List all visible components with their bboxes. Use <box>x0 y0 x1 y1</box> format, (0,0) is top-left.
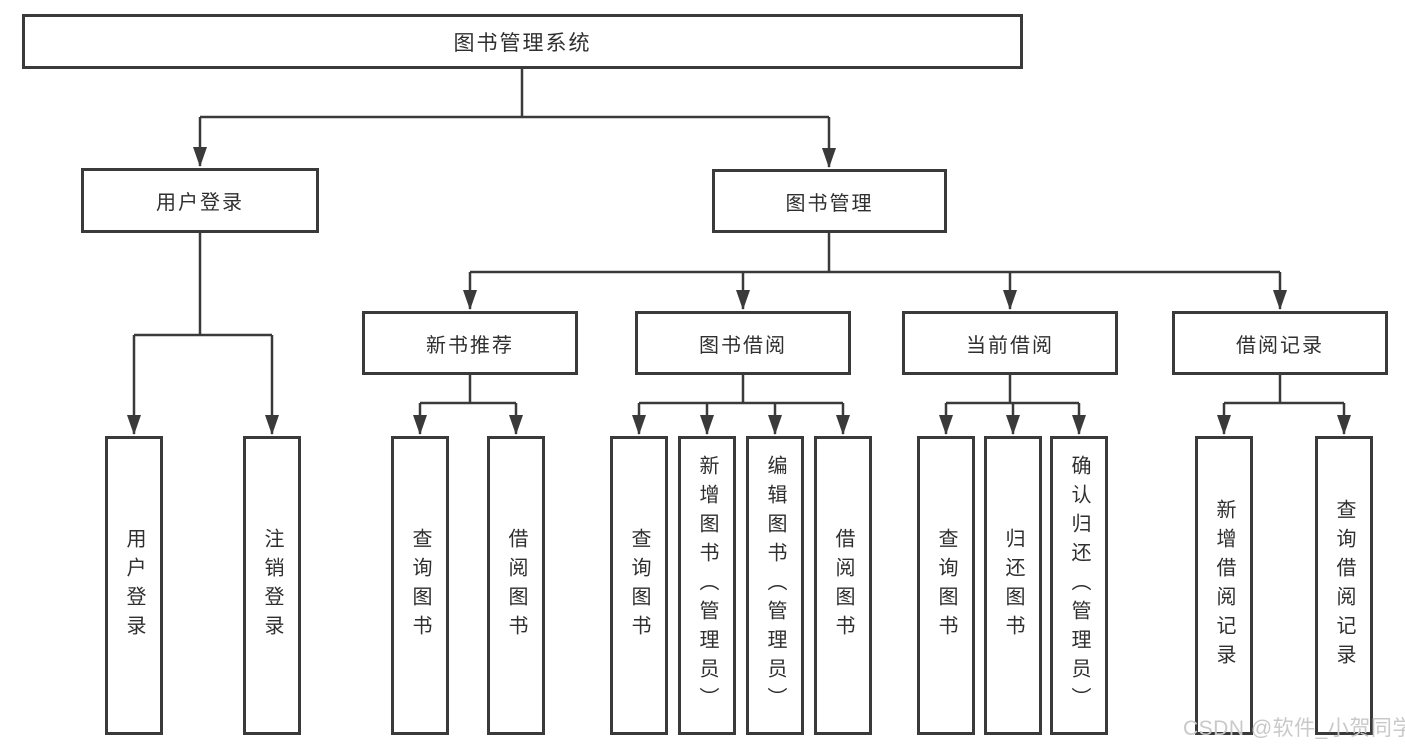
node-borrow-records: 借阅记录 <box>1172 311 1388 375</box>
leaf-label: 编辑图书（管理员） <box>764 455 786 716</box>
watermark: CSDN @软件_小贺同学 <box>1183 717 1405 740</box>
leaf-label: 查询借阅记录 <box>1333 498 1355 673</box>
leaf-logout: 注销登录 <box>243 436 301 735</box>
node-book-borrow: 图书借阅 <box>635 311 851 375</box>
leaf-query-books-current: 查询图书 <box>917 436 975 735</box>
leaf-label: 确认归还（管理员） <box>1068 455 1090 716</box>
leaf-add-book-admin: 新增图书（管理员） <box>678 436 736 735</box>
leaf-borrow-books-borrow: 借阅图书 <box>814 436 872 735</box>
leaf-borrow-books-recommend: 借阅图书 <box>487 436 545 735</box>
leaf-query-borrow-record: 查询借阅记录 <box>1315 436 1373 735</box>
leaf-label: 用户登录 <box>123 527 145 644</box>
leaf-label: 查询图书 <box>628 527 650 644</box>
node-new-book-recommend: 新书推荐 <box>362 311 578 375</box>
leaf-label: 查询图书 <box>409 527 431 644</box>
leaf-label: 借阅图书 <box>505 527 527 644</box>
node-library-system: 图书管理系统 <box>22 14 1023 69</box>
leaf-query-books-recommend: 查询图书 <box>391 436 449 735</box>
leaf-add-borrow-record: 新增借阅记录 <box>1195 436 1253 735</box>
node-user-login: 用户登录 <box>81 168 319 233</box>
node-book-management: 图书管理 <box>712 169 947 233</box>
leaf-edit-book-admin: 编辑图书（管理员） <box>746 436 804 735</box>
leaf-label: 借阅图书 <box>832 527 854 644</box>
leaf-label: 归还图书 <box>1002 527 1024 644</box>
leaf-label: 查询图书 <box>935 527 957 644</box>
leaf-label: 新增图书（管理员） <box>696 455 718 716</box>
leaf-label: 新增借阅记录 <box>1213 498 1235 673</box>
leaf-user-login: 用户登录 <box>105 436 163 735</box>
leaf-confirm-return-admin: 确认归还（管理员） <box>1050 436 1108 735</box>
node-current-borrow: 当前借阅 <box>902 311 1118 375</box>
leaf-query-books-borrow: 查询图书 <box>610 436 668 735</box>
leaf-return-book: 归还图书 <box>984 436 1042 735</box>
leaf-label: 注销登录 <box>261 527 283 644</box>
